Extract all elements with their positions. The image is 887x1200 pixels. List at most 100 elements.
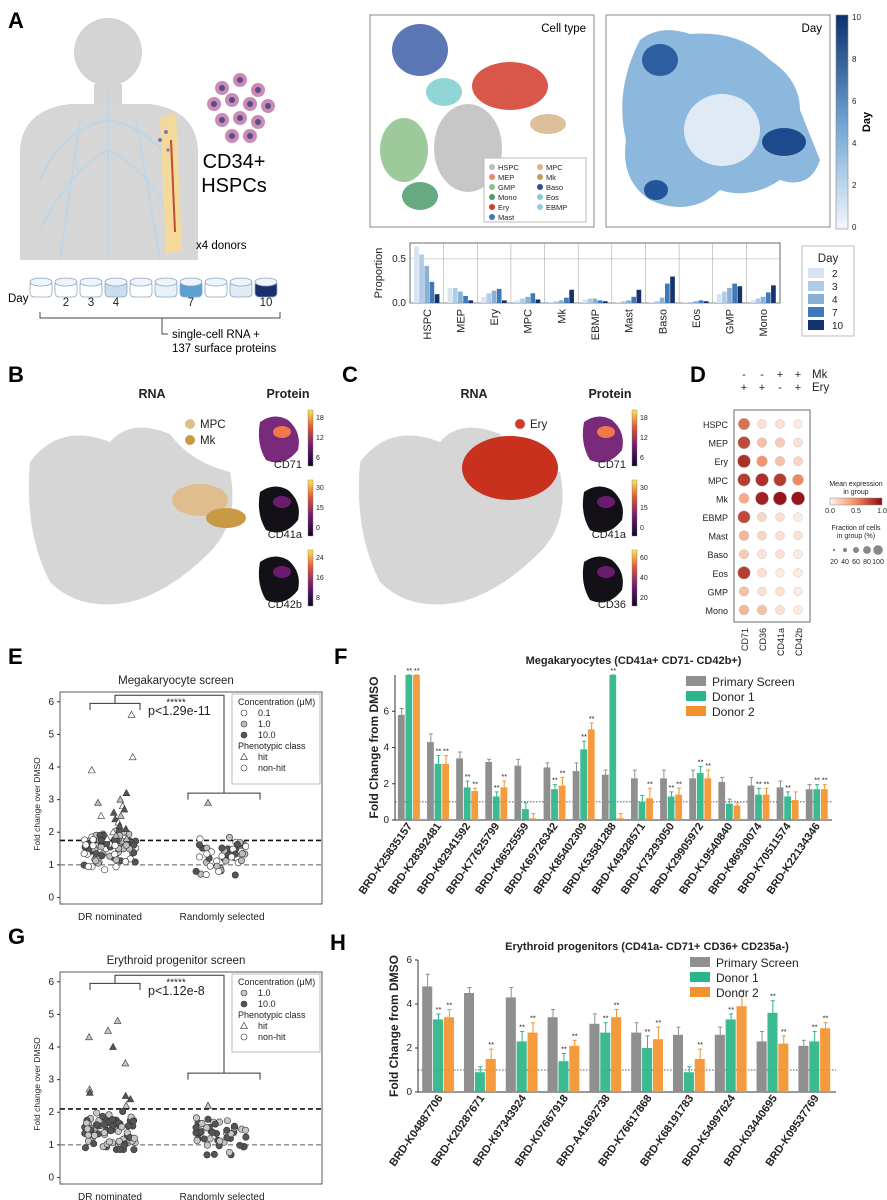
- bar-category-label: BRD-K70511574: [736, 820, 794, 896]
- day-tick: 4: [113, 297, 120, 309]
- prop-bar: [760, 296, 766, 303]
- prop-bar: [564, 297, 569, 303]
- bar-mark: [433, 1019, 444, 1092]
- bar-ytick: 6: [383, 706, 389, 717]
- bar-mark: [580, 749, 588, 820]
- prop-bar: [569, 289, 574, 303]
- protein-colorbar-tick: 18: [316, 415, 324, 422]
- protein-colorbar-tick: 16: [316, 575, 324, 582]
- protein-colorbar: [307, 549, 314, 607]
- legend-cell-label: Eos: [546, 193, 559, 202]
- dotplot-dot: [793, 419, 803, 429]
- legend-conc-label: 10.0: [258, 730, 276, 740]
- day-colorbar-label: Day: [861, 111, 873, 132]
- bracket-comparison: [114, 974, 225, 1074]
- hspc-nucleus: [255, 87, 261, 93]
- scatter-point-nonhit: [130, 1134, 138, 1142]
- umap-celltype-title: Cell type: [541, 23, 586, 35]
- dotplot-row-label: Mono: [705, 606, 728, 616]
- bar-mark: [456, 758, 463, 820]
- rna-title: RNA: [460, 387, 487, 401]
- scatter-axes: [59, 971, 323, 1185]
- prop-bar: [535, 299, 541, 303]
- legend-hit-swatch: [240, 1021, 248, 1029]
- prop-legend-label: 3: [832, 282, 838, 293]
- bar-mark: [616, 818, 624, 820]
- dotplot-dot: [739, 549, 749, 560]
- umap-day-late: [762, 128, 806, 156]
- prop-bar: [750, 300, 756, 303]
- prop-category-label: Eos: [691, 309, 703, 328]
- dotplot-dot: [738, 418, 750, 430]
- size-legend-dot: [853, 547, 859, 553]
- legend-class-label: hit: [258, 752, 268, 762]
- bar-mark: [601, 774, 609, 820]
- scatter-point-nonhit: [129, 1117, 137, 1125]
- legend-swatch: [537, 194, 543, 200]
- scatter-point-nonhit: [200, 1135, 208, 1143]
- ery-sign: +: [741, 382, 747, 394]
- bar-mark: [694, 1059, 705, 1092]
- scatter-point-nonhit: [218, 852, 226, 860]
- bar-ylabel: Fold Change from DMSO: [387, 955, 401, 1097]
- scatter-point-nonhit: [108, 1116, 116, 1124]
- size-legend-tick: 20: [830, 559, 838, 566]
- prop-category-label: MPC: [523, 309, 535, 334]
- bar-legend-label: Donor 1: [716, 971, 759, 985]
- protein-colorbar-tick: 6: [640, 455, 644, 462]
- bar-mark: [704, 778, 712, 820]
- bar-ytick: 6: [406, 955, 412, 966]
- scatter-ytick: 3: [48, 1075, 54, 1086]
- bar-mark: [422, 986, 433, 1092]
- scatter-point-hit: [122, 1101, 131, 1109]
- prop-bar: [636, 289, 642, 303]
- scatter-point-nonhit: [82, 841, 90, 849]
- rna-legend-swatch: [185, 419, 195, 429]
- scatter-point-nonhit: [122, 858, 130, 866]
- scatter-point-nonhit: [210, 1150, 218, 1158]
- bar-significance: **: [756, 779, 762, 788]
- prop-bar: [721, 291, 727, 303]
- dotplot-row-label: MPC: [708, 476, 729, 486]
- umap-cluster: [530, 114, 566, 134]
- bar-significance: **: [488, 1040, 494, 1049]
- legend-conc-label: 1.0: [258, 988, 271, 998]
- bar-category-label: BRD-K86930074: [706, 820, 765, 897]
- bar-mark: [558, 1061, 569, 1092]
- bracket-dr: [89, 982, 141, 990]
- prop-bar: [481, 296, 486, 303]
- protein-umap-high: [273, 426, 291, 438]
- prop-category-label: GMP: [725, 309, 737, 334]
- bar-significance: **: [436, 1005, 442, 1014]
- bar-mark: [718, 781, 726, 820]
- prop-bar: [468, 300, 474, 303]
- legend-swatch: [537, 204, 543, 210]
- scatter-category-label: Randomly selected: [179, 912, 264, 923]
- donors-label: x4 donors: [196, 240, 247, 252]
- bar-mark: [756, 1041, 767, 1092]
- dotplot-dot: [755, 473, 769, 487]
- scatter-point-nonhit: [225, 1148, 233, 1156]
- legend-swatch: [489, 184, 495, 190]
- bar-mark: [505, 997, 516, 1092]
- umap-cluster: [380, 118, 428, 182]
- bar-significance: **: [823, 1014, 829, 1023]
- dotplot-dot: [757, 419, 767, 429]
- scatter-point-nonhit: [242, 842, 250, 850]
- scatter-point-nonhit: [80, 850, 88, 858]
- bar-category-label: BRD-K25835157: [357, 821, 415, 897]
- panel-label-d: D: [690, 362, 706, 387]
- protein-colorbar-tick: 30: [316, 485, 324, 492]
- scatter-point-hit: [85, 1088, 94, 1096]
- bar-mark: [434, 763, 442, 820]
- hspcs-label: HSPCs: [201, 175, 267, 197]
- rna-umap-shape: [28, 427, 233, 605]
- bar-legend-label: Donor 1: [712, 690, 755, 704]
- bar-legend-swatch: [690, 957, 710, 967]
- scatter-category-label: DR nominated: [78, 1192, 142, 1200]
- dotplot-dot: [738, 604, 750, 616]
